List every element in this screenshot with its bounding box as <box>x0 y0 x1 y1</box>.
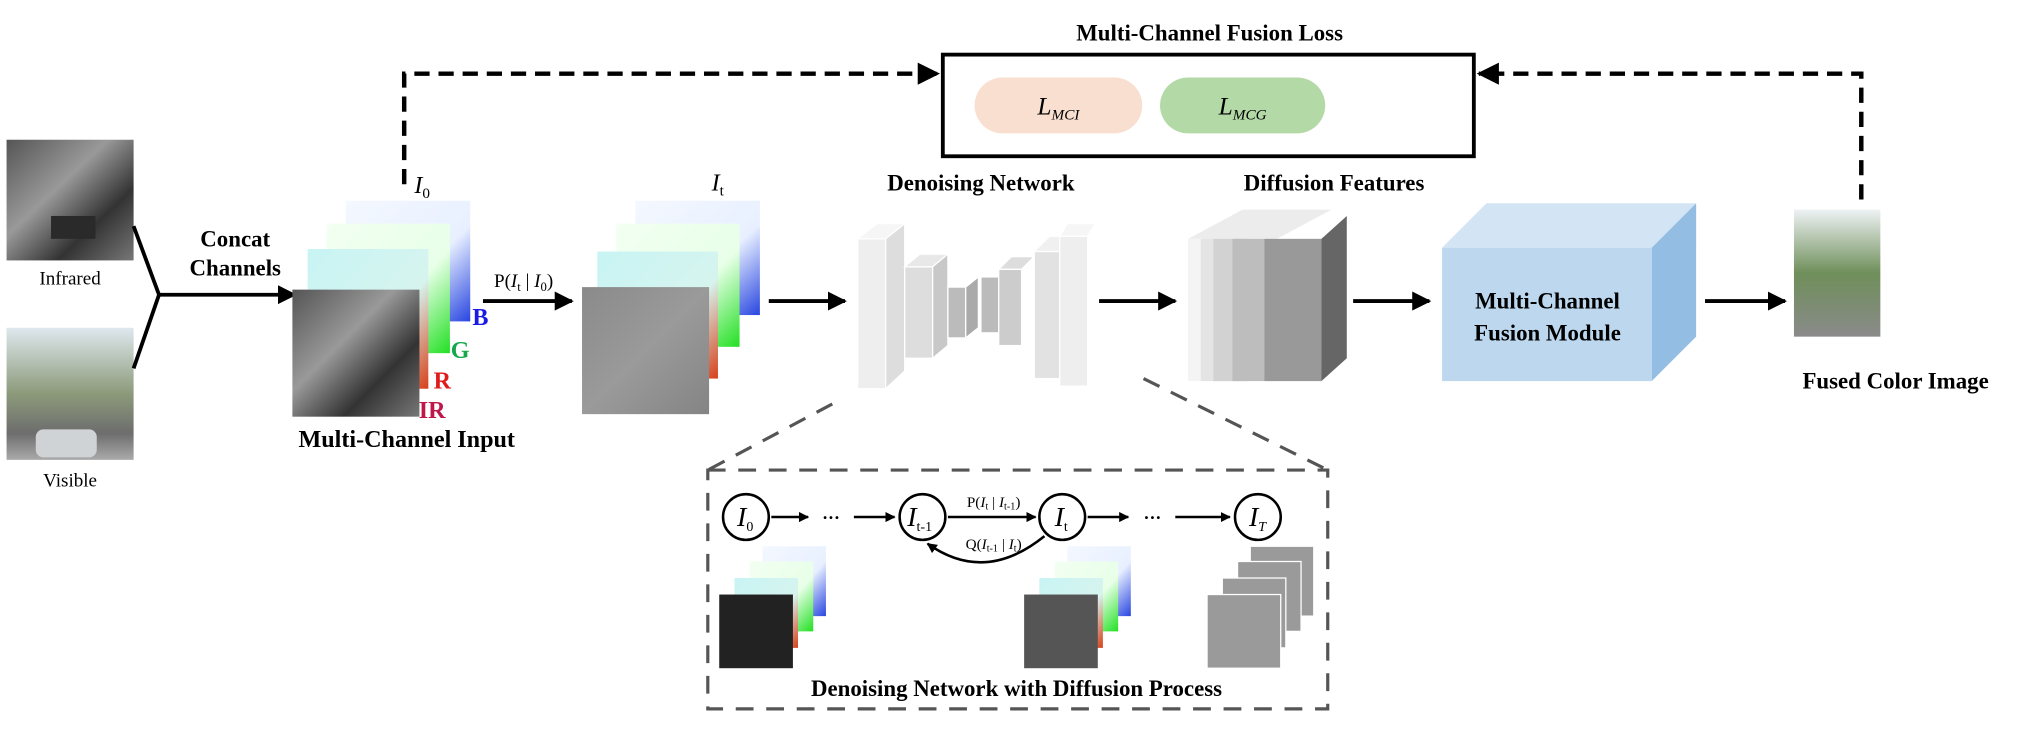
diffusion-process: ··· ··· <box>721 492 1283 564</box>
ellipsis-2: ··· <box>1144 507 1162 527</box>
infrared-image <box>6 139 134 261</box>
ellipsis-1: ··· <box>822 507 840 527</box>
process-title: Denoising Network with Diffusion Process <box>811 676 1222 701</box>
concat-label-1: Concat <box>200 226 270 251</box>
node-it <box>1038 492 1087 542</box>
node-iT-label: IT <box>1248 502 1267 535</box>
multichannel-stack <box>292 200 471 417</box>
clean-sample-stack <box>719 546 826 669</box>
fused-image-label: Fused Color Image <box>1802 369 1988 394</box>
zoom-lines <box>706 377 1330 711</box>
noisy-stack <box>582 200 760 415</box>
pure-noise-stack <box>1206 545 1315 669</box>
it-label: It <box>711 170 725 200</box>
concat-label-2: Channels <box>189 256 281 281</box>
loss-feedback-arrows <box>401 62 1864 200</box>
channel-r-label: R <box>434 368 452 395</box>
visible-image <box>6 327 134 460</box>
node-i0-label: I0 <box>736 502 753 535</box>
channel-ir-layer <box>292 289 420 417</box>
loss-mcg-pill <box>1160 77 1326 134</box>
denoising-network-icon <box>855 222 1097 391</box>
multichannel-title: Multi-Channel Input <box>298 426 515 453</box>
denoising-title: Denoising Network <box>887 171 1075 196</box>
q-transition-label: Q(It-1 | It) <box>966 536 1022 555</box>
channel-ir-label: IR <box>419 397 446 424</box>
node-it-1-label: It-1 <box>906 502 932 535</box>
i0-label: I0 <box>413 172 430 202</box>
concat-connector <box>131 225 297 370</box>
channel-g-label: G <box>451 337 470 364</box>
fusion-module-cube <box>1442 203 1697 382</box>
node-i0 <box>721 492 771 542</box>
fused-color-image <box>1793 209 1881 337</box>
fusion-module-label-1: Multi-Channel <box>1475 289 1620 314</box>
loss-title: Multi-Channel Fusion Loss <box>1076 21 1343 46</box>
forward-process-label: P(It | I0) <box>494 271 553 294</box>
p-transition-label: P(It | It-1) <box>967 494 1021 513</box>
infrared-label: Infrared <box>39 269 101 290</box>
loss-mcg-label: LMCG <box>1218 92 1267 123</box>
diffusion-features-icon <box>1187 209 1347 382</box>
loss-mci-pill <box>974 77 1143 134</box>
node-it-1 <box>898 492 947 542</box>
channel-b-label: B <box>472 304 488 331</box>
fusion-module-label-2: Fusion Module <box>1474 320 1621 345</box>
noisy-sample-stack <box>1024 546 1131 669</box>
loss-mci-label: LMCI <box>1036 92 1080 123</box>
node-iT <box>1233 492 1283 542</box>
node-it-label: It <box>1054 502 1068 535</box>
visible-label: Visible <box>43 471 97 492</box>
features-title: Diffusion Features <box>1244 171 1425 196</box>
